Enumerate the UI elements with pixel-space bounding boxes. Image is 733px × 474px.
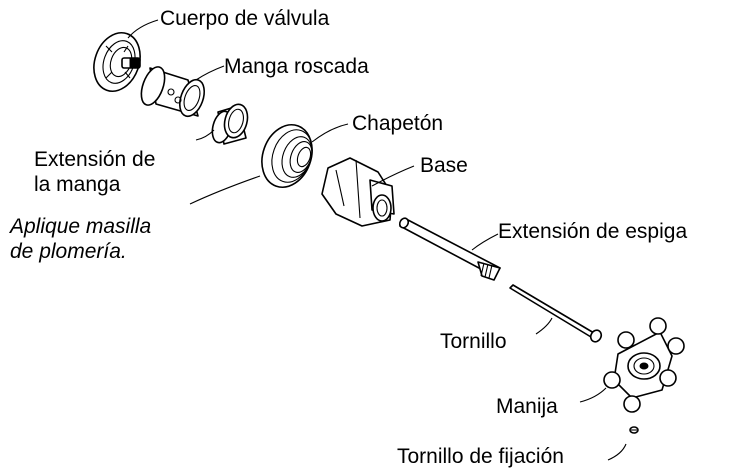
leader-screw	[535, 317, 553, 335]
leader-set-screw	[607, 443, 627, 461]
base-part	[321, 157, 395, 227]
sleeve-extension-part	[211, 103, 249, 145]
label-set-screw: Tornillo de fijación	[397, 445, 564, 468]
label-sleeve-extension-line2: la manga	[34, 173, 121, 196]
leader-putty	[189, 175, 261, 205]
label-screw: Tornillo	[440, 330, 507, 353]
leader-handle	[579, 387, 607, 403]
leader-stem-extension	[471, 233, 499, 251]
leader-base	[371, 165, 415, 187]
label-valve-body: Cuerpo de válvula	[160, 7, 330, 30]
label-plumbers-putty-line1: Aplique masilla	[10, 215, 152, 238]
label-stem-extension: Extensión de espiga	[498, 220, 688, 243]
stem-extension-part	[398, 217, 501, 281]
valve-body-part	[93, 32, 141, 92]
leader-escutcheon	[311, 123, 349, 143]
label-threaded-sleeve: Manga roscada	[224, 55, 369, 78]
label-sleeve-extension-line1: Extensión de	[34, 148, 156, 171]
label-plumbers-putty-line2: de plomería.	[10, 240, 127, 263]
label-escutcheon: Chapetón	[352, 112, 444, 135]
leader-lines	[127, 19, 627, 461]
label-base: Base	[420, 154, 468, 177]
leader-valve-body	[127, 19, 159, 39]
label-handle: Manija	[496, 395, 558, 418]
leader-threaded-sleeve	[195, 65, 225, 81]
leader-sleeve-extension	[195, 129, 215, 141]
handle-part	[603, 317, 685, 413]
screw-part	[509, 284, 603, 343]
threaded-sleeve-part	[140, 66, 206, 118]
set-screw-part	[629, 426, 639, 434]
escutcheon-part	[261, 124, 313, 188]
